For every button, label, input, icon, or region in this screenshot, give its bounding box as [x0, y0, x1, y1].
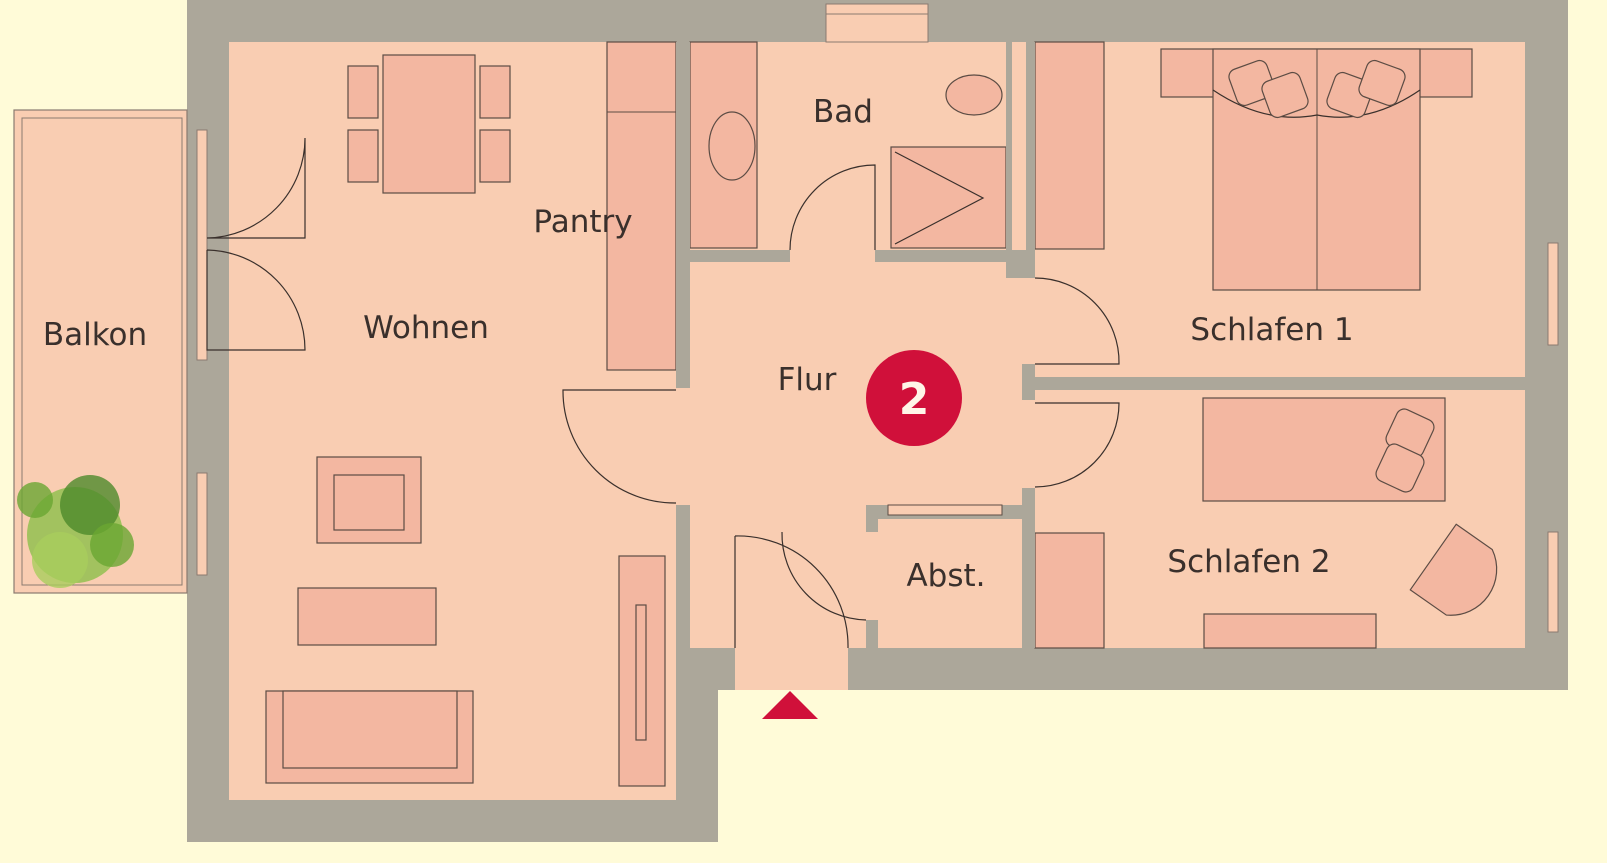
entrance-arrow-icon: [762, 691, 818, 719]
unit-badge: 2: [866, 350, 962, 446]
opening-bad: [790, 240, 875, 262]
label-bad: Bad: [813, 94, 873, 130]
label-flur: Flur: [778, 362, 837, 398]
label-wohnen: Wohnen: [363, 310, 489, 346]
label-schlafen2: Schlafen 2: [1167, 544, 1330, 580]
toilet: [945, 74, 1003, 116]
entrance: [735, 640, 848, 690]
doors: [206, 137, 1120, 649]
windows: [196, 3, 1559, 633]
dining-table: [382, 54, 476, 194]
opening-abst: [866, 532, 878, 620]
wardrobe-2: [1034, 532, 1105, 649]
label-balkon: Balkon: [43, 317, 147, 353]
desk: [1203, 613, 1377, 649]
unit-number: 2: [899, 374, 930, 425]
interior-walls: [676, 42, 1525, 648]
plant-icon: [17, 475, 134, 588]
shower: [890, 146, 1007, 249]
desk-chair: [1409, 523, 1498, 616]
label-schlafen1: Schlafen 1: [1190, 312, 1353, 348]
furniture: [265, 41, 1498, 787]
room-abst: [878, 520, 1022, 648]
pantry-counter: [606, 41, 677, 371]
wardrobe-1: [1034, 41, 1105, 250]
label-abst: Abst.: [906, 558, 985, 594]
coffee-table: [297, 587, 437, 646]
label-pantry: Pantry: [533, 204, 632, 240]
sink: [708, 111, 756, 181]
